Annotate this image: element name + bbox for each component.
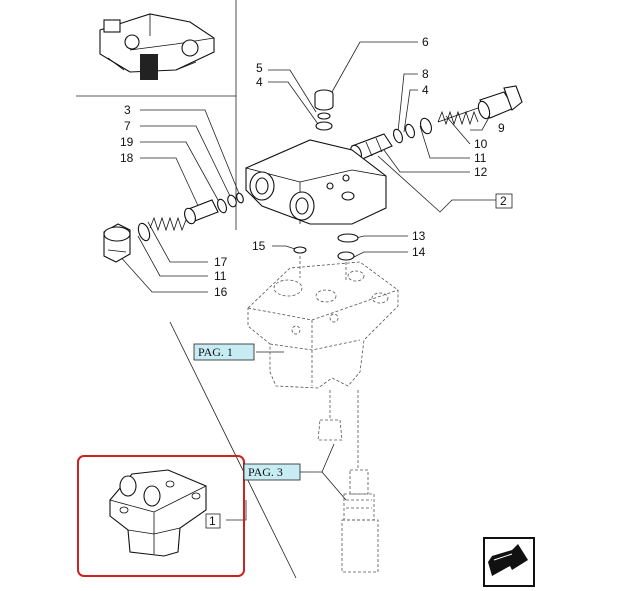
callout-6: 6 (422, 35, 429, 49)
oring-part-4-top (315, 121, 333, 131)
callout-12: 12 (474, 165, 488, 179)
callout-4: 4 (256, 75, 263, 89)
highlight-frame (77, 455, 245, 577)
housing-overview-thumbnail (99, 13, 215, 80)
washer-part-19 (216, 198, 228, 214)
oring-part-13 (337, 233, 359, 243)
page-ref-pag3-label: PAG. 3 (248, 465, 283, 479)
washer-part-8 (392, 128, 404, 144)
callout-17: 17 (214, 255, 228, 269)
washer-part-14 (337, 251, 355, 261)
ring-part-3 (236, 192, 244, 204)
oring-part-4-right (404, 123, 416, 139)
callout-11: 11 (474, 151, 487, 165)
callout-19: 19 (120, 135, 134, 149)
oring-part-11-top (420, 117, 432, 135)
plug-part-9 (477, 85, 523, 120)
spring-part-10 (437, 107, 479, 126)
spool-part-18 (184, 199, 219, 225)
callout-5: 5 (256, 61, 263, 75)
page-ref-pag1-label: PAG. 1 (198, 345, 233, 359)
callout-1-box (205, 513, 221, 529)
pump-assembly-part-1 (109, 469, 207, 557)
valve-body-part-2 (245, 139, 387, 225)
callout-8: 8 (422, 67, 429, 81)
callout-16: 16 (214, 285, 228, 299)
plug-part-16 (103, 223, 131, 263)
callout-18: 18 (120, 151, 134, 165)
ghost-gear-shafts (317, 390, 379, 573)
callout-7: 7 (124, 119, 131, 133)
oring-part-11-left (137, 222, 151, 242)
leader-lines (117, 41, 496, 579)
plug-part-6 (314, 89, 334, 111)
callout-13: 13 (412, 229, 426, 243)
page-ref-pag3[interactable]: PAG. 3 (243, 463, 301, 481)
callout-labels: 5 4 6 8 4 9 10 11 12 2 3 7 19 18 17 11 1… (120, 35, 513, 529)
oring-part-15 (293, 246, 307, 254)
callout-10: 10 (474, 137, 488, 151)
page-ref-pag1[interactable]: PAG. 1 (193, 343, 255, 361)
callout-15: 15 (252, 239, 266, 253)
callout-9: 9 (498, 121, 505, 135)
callout-11: 11 (214, 269, 227, 283)
callout-2-box (495, 193, 513, 209)
callout-2: 2 (500, 194, 507, 208)
ghost-pump-housing (247, 261, 399, 389)
callout-14: 14 (412, 245, 426, 259)
callout-1: 1 (209, 514, 216, 528)
next-page-arrow-icon[interactable] (483, 537, 535, 587)
callout-3: 3 (124, 103, 131, 117)
callout-4: 4 (422, 83, 429, 97)
washer-part-7 (227, 194, 237, 208)
spring-part-17 (149, 216, 187, 232)
washer-part-5 (317, 112, 331, 120)
